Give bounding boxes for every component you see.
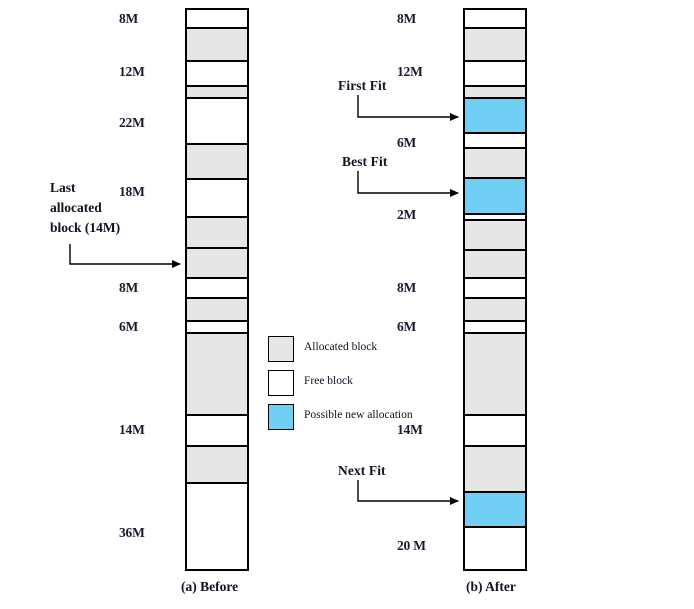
block-size-label: 6M — [397, 319, 417, 334]
block-size-label: 36M — [119, 525, 145, 540]
legend-label-free: Free block — [304, 375, 353, 387]
annotation-first-fit: First Fit — [338, 78, 387, 93]
memory-block-free — [465, 10, 525, 29]
block-size-label: 14M — [397, 422, 423, 437]
legend-label-new-allocation: Possible new allocation — [304, 409, 413, 421]
legend-item-free: Free block — [268, 370, 418, 404]
memory-block-alloc — [187, 29, 247, 62]
memory-block-alloc — [465, 87, 525, 99]
memory-block-alloc — [465, 149, 525, 179]
annotation-last-allocated-block: Last allocated block (14M) — [50, 178, 120, 238]
memory-block-alloc — [465, 251, 525, 279]
arrow-first-fit — [357, 95, 459, 121]
annotation-line-3: block (14M) — [50, 220, 121, 235]
memory-block-free — [465, 279, 525, 299]
memory-block-free — [187, 62, 247, 87]
memory-block-free — [465, 134, 525, 149]
memory-block-alloc — [465, 299, 525, 322]
memory-block-alloc — [465, 29, 525, 62]
arrow-last-allocated — [69, 244, 181, 268]
memory-block-free — [465, 528, 525, 569]
memory-block-free — [465, 215, 525, 221]
block-size-label: 6M — [397, 135, 417, 150]
block-size-label: 14M — [119, 422, 145, 437]
block-size-label: 8M — [397, 11, 417, 26]
memory-block-free — [187, 279, 247, 299]
block-size-label: 12M — [397, 64, 423, 79]
arrow-next-fit — [357, 480, 459, 505]
annotation-next-fit: Next Fit — [338, 463, 386, 478]
memory-block-alloc — [187, 87, 247, 99]
memory-block-alloc — [187, 145, 247, 180]
memory-block-free — [187, 99, 247, 145]
memory-block-newalloc — [465, 179, 525, 215]
block-size-label: 18M — [119, 184, 145, 199]
block-size-label: 8M — [119, 11, 139, 26]
memory-block-alloc — [465, 447, 525, 493]
annotation-best-fit: Best Fit — [342, 154, 388, 169]
legend-swatch-allocated-icon — [268, 336, 294, 362]
legend: Allocated block Free block Possible new … — [268, 336, 418, 438]
block-size-label: 6M — [119, 319, 139, 334]
memory-column-before — [185, 8, 249, 571]
block-size-label: 8M — [397, 280, 417, 295]
block-size-label: 2M — [397, 207, 417, 222]
memory-block-alloc — [465, 221, 525, 251]
memory-block-free — [465, 322, 525, 334]
memory-block-alloc — [187, 447, 247, 484]
memory-block-newalloc — [465, 99, 525, 134]
memory-block-free — [465, 416, 525, 447]
annotation-line-2: allocated — [50, 200, 102, 215]
memory-block-newalloc — [465, 493, 525, 528]
block-size-label: 12M — [119, 64, 145, 79]
legend-swatch-new-allocation-icon — [268, 404, 294, 430]
caption-before: (a) Before — [181, 579, 239, 594]
legend-item-allocated: Allocated block — [268, 336, 418, 370]
legend-swatch-free-icon — [268, 370, 294, 396]
memory-block-free — [465, 62, 525, 87]
memory-block-free — [187, 10, 247, 29]
arrow-best-fit — [357, 171, 459, 197]
memory-block-free — [187, 322, 247, 334]
memory-block-free — [187, 180, 247, 218]
memory-column-after — [463, 8, 527, 571]
block-size-label: 8M — [119, 280, 139, 295]
memory-block-alloc — [187, 334, 247, 416]
memory-block-free — [187, 416, 247, 447]
annotation-line-1: Last — [50, 180, 76, 195]
legend-label-allocated: Allocated block — [304, 341, 378, 353]
memory-block-alloc — [187, 249, 247, 279]
block-size-label: 20 M — [397, 538, 426, 553]
memory-block-alloc — [187, 299, 247, 322]
memory-block-free — [187, 484, 247, 569]
memory-block-alloc — [465, 334, 525, 416]
memory-block-alloc — [187, 218, 247, 249]
caption-after: (b) After — [466, 579, 516, 594]
block-size-label: 22M — [119, 115, 145, 130]
legend-item-new-allocation: Possible new allocation — [268, 404, 418, 438]
